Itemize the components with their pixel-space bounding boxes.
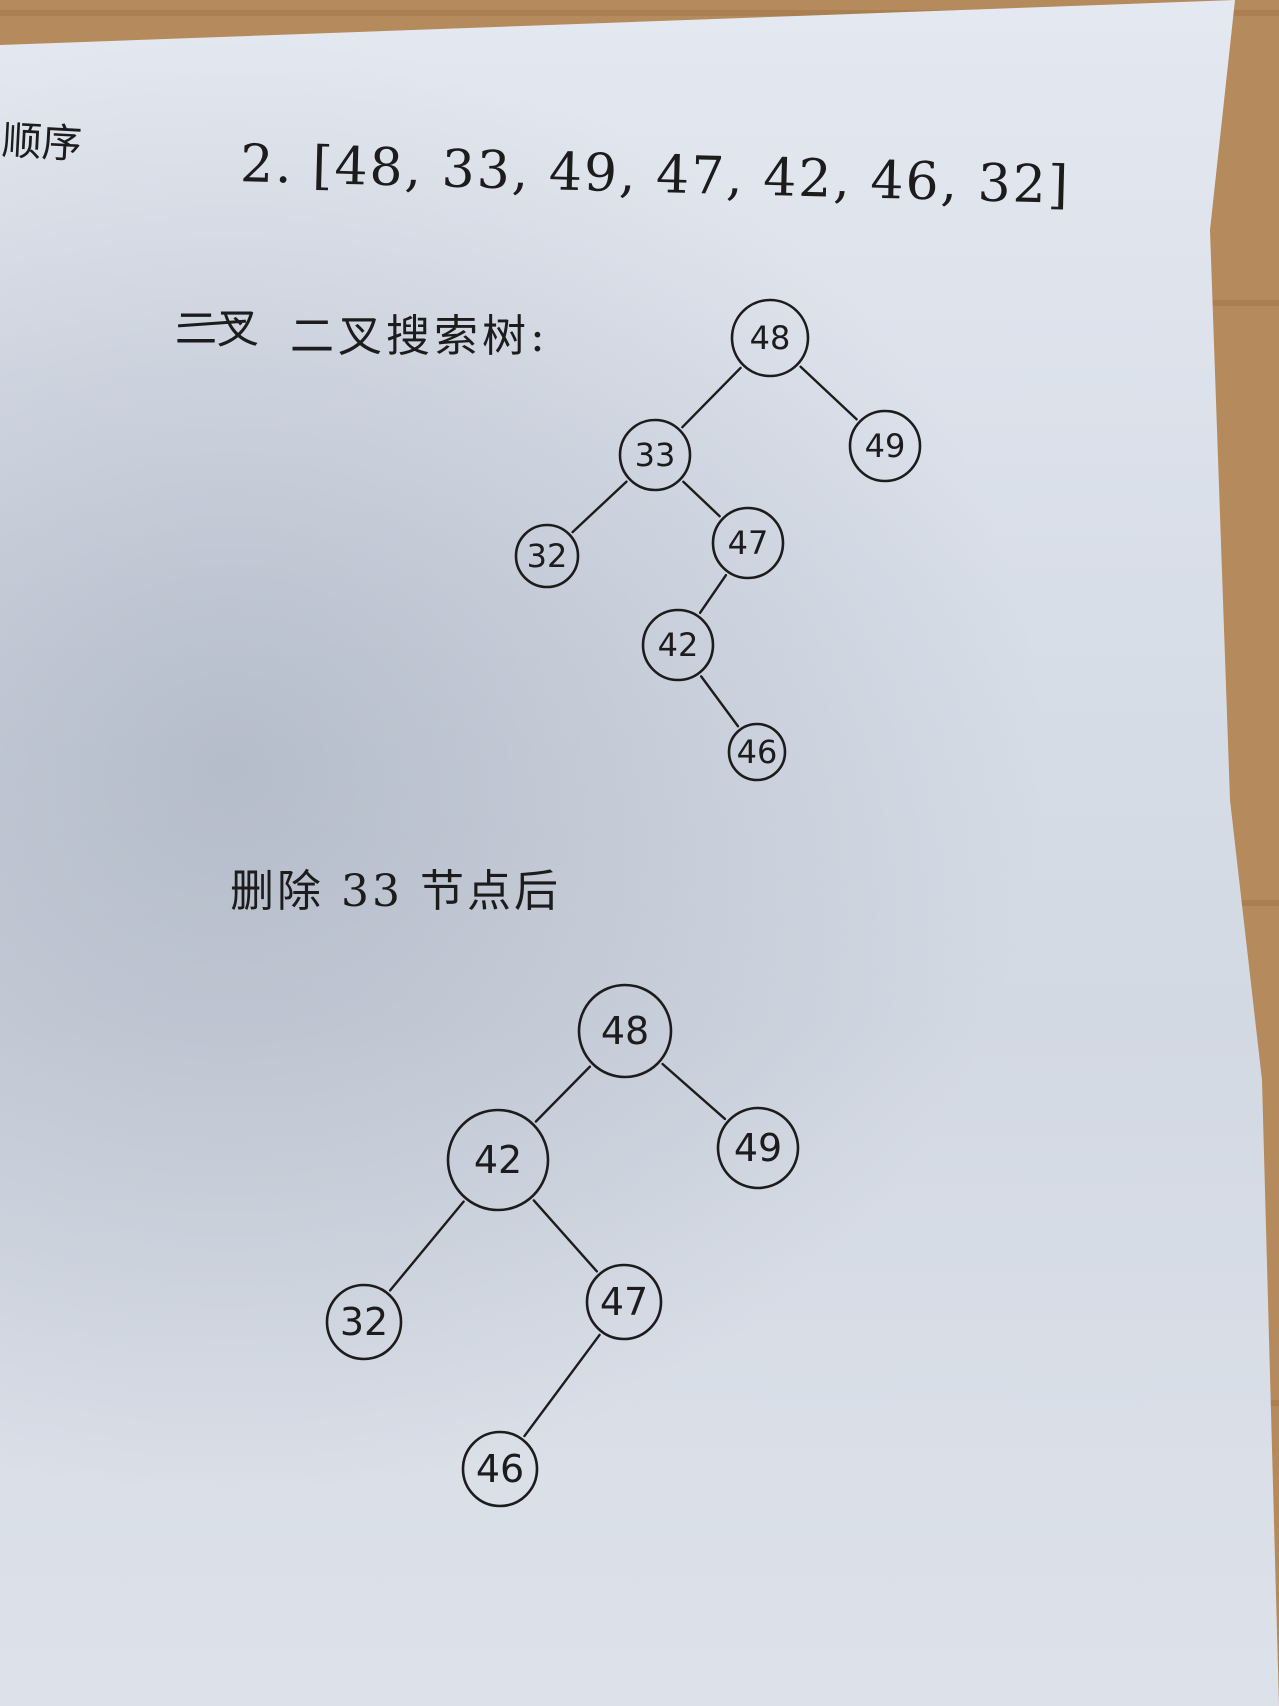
after-edge-42-47: [532, 1199, 598, 1273]
after-node-label-48: 48: [601, 1009, 649, 1053]
after-node-circle-49: [716, 1106, 800, 1190]
after-node-label-46: 46: [476, 1447, 524, 1491]
before-node-circle-46: [727, 722, 787, 782]
before-edge-48-33: [681, 366, 742, 429]
after-node-label-42: 42: [474, 1138, 522, 1182]
before-node-circle-48: [730, 298, 810, 378]
after-edge-48-42: [534, 1065, 592, 1123]
bst-heading: 二叉搜索树:: [290, 311, 549, 362]
before-node-circle-47: [711, 506, 785, 580]
after-node-circle-48: [577, 983, 673, 1079]
after-node-circle-47: [585, 1263, 663, 1341]
before-node-circle-32: [514, 523, 580, 589]
bst-before-delete: 48 33 49 32 47 42 46: [514, 298, 922, 782]
after-node-label-47: 47: [600, 1280, 648, 1324]
before-node-circle-33: [618, 418, 692, 492]
before-edge-33-32: [571, 480, 628, 534]
after-node-label-32: 32: [340, 1300, 388, 1344]
after-node-circle-32: [325, 1283, 403, 1361]
before-node-label-49: 49: [865, 427, 906, 465]
after-edge-48-49: [661, 1062, 727, 1121]
after-node-circle-42: [446, 1108, 550, 1212]
before-node-label-42: 42: [658, 626, 699, 664]
before-node-label-33: 33: [635, 436, 676, 474]
after-edge-47-46: [523, 1333, 601, 1438]
before-edge-33-47: [682, 480, 721, 518]
struck-out-word: 二叉: [175, 304, 260, 353]
after-node-circle-46: [461, 1430, 539, 1508]
before-node-label-32: 32: [527, 537, 568, 575]
before-node-circle-42: [641, 608, 715, 682]
before-node-circle-49: [848, 409, 922, 483]
before-edge-42-46: [699, 675, 740, 728]
before-node-label-48: 48: [750, 319, 791, 357]
before-node-label-46: 46: [737, 733, 778, 771]
after-node-label-49: 49: [734, 1126, 782, 1170]
before-edge-48-49: [799, 365, 858, 421]
bst-after-delete: 48 42 49 32 47 46: [325, 983, 800, 1508]
before-node-label-47: 47: [728, 524, 769, 562]
after-delete-heading: 删除 33 节点后: [230, 866, 561, 917]
before-edge-47-42: [698, 573, 728, 615]
after-edge-42-32: [388, 1200, 465, 1292]
